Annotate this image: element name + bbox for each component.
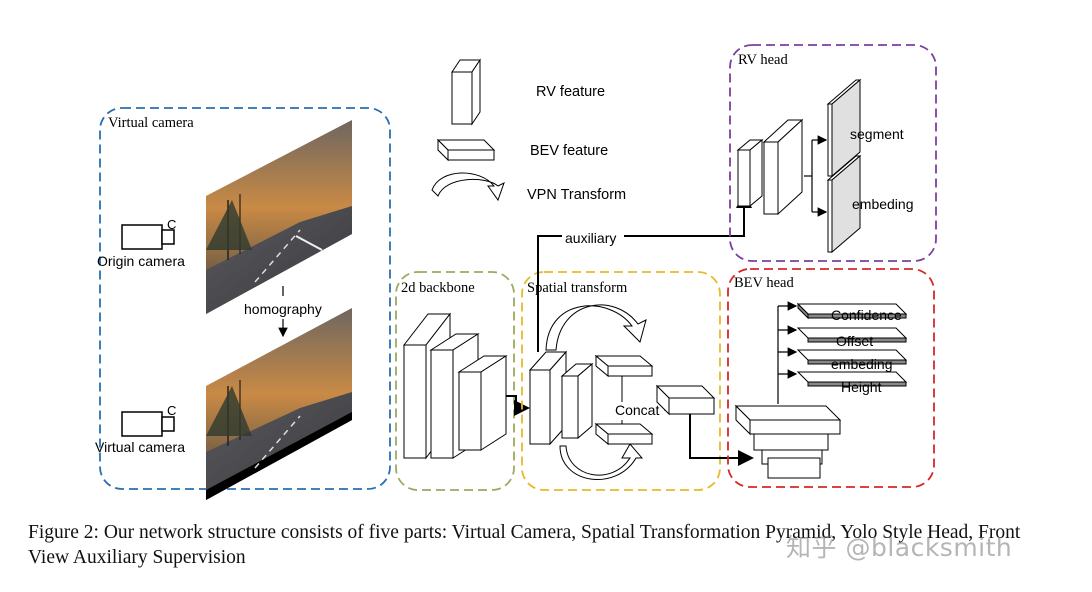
concat-label: Concat [615, 402, 659, 418]
bev-head-stack [734, 404, 842, 479]
vpn-transform-lower-icon [559, 443, 644, 480]
rv-feature-legend-icon [451, 58, 481, 126]
spatial-bev-feature-lower [594, 422, 654, 446]
bev-output-offset-plate [796, 327, 908, 343]
vpn-transform-legend-label: VPN Transform [527, 187, 626, 203]
backbone-section: 2d backbone [395, 271, 515, 491]
backbone-to-spatial-arrow [506, 395, 530, 416]
backbone-border [395, 271, 515, 491]
bev-head-section: BEV head Conf [727, 268, 935, 488]
vpn-transform-upper-icon [545, 304, 647, 351]
bev-feature-legend-icon [436, 138, 496, 162]
rv-output-embeding: embeding [852, 196, 914, 212]
legend: RV feature BEV feature VPN Transform [431, 58, 626, 203]
virtual-road-image [206, 308, 352, 500]
bev-output-embeding-plate [796, 349, 908, 365]
virtual-camera-title: Virtual camera [108, 115, 194, 131]
spatial-rv-feature-2 [560, 362, 594, 440]
backbone-title: 2d backbone [401, 280, 475, 296]
spatial-transform-title: Spatial transform [527, 280, 628, 296]
rv-feature-legend-label: RV feature [536, 84, 605, 100]
rv-head-border [729, 44, 937, 262]
spatial-bev-feature-upper [594, 354, 654, 378]
bev-output-confidence-plate [796, 302, 908, 320]
origin-camera-mark: C [167, 217, 176, 232]
vpn-transform-legend-icon [431, 172, 505, 202]
bev-feature-legend-label: BEV feature [530, 143, 608, 159]
rv-head-section: RV head segment embeding [729, 44, 937, 262]
auxiliary-label: auxiliary [565, 230, 616, 246]
rv-head-segment-output [826, 78, 862, 178]
bev-output-height-plate [796, 371, 908, 387]
spatial-transform-border [521, 271, 721, 491]
spatial-rv-feature-1 [528, 350, 568, 446]
virtual-camera-mark: C [167, 403, 176, 418]
bev-output-height: Height [841, 379, 882, 395]
virtual-camera-label: Virtual camera [95, 439, 185, 455]
watermark: 知乎 @blacksmith [786, 533, 1013, 562]
backbone-layer-3 [457, 355, 508, 451]
homography-label: homography [244, 301, 322, 317]
origin-road-image [206, 120, 352, 314]
virtual-camera-section: Virtual camera C Origin camera homograph… [95, 107, 391, 500]
bev-head-border [727, 268, 935, 488]
rv-head-layer-2 [762, 118, 804, 216]
bev-head-title: BEV head [734, 275, 794, 291]
virtual-camera-border [99, 107, 391, 490]
spatial-bev-feature-merged [655, 384, 716, 416]
rv-head-layer-1 [736, 138, 764, 208]
spatial-to-bev-arrow [689, 414, 754, 466]
bev-output-offset: Offset [836, 333, 873, 349]
origin-camera-label: Origin camera [97, 253, 185, 269]
spatial-transform-section: Spatial transform Concat [521, 271, 721, 491]
rv-head-embeding-output [826, 154, 862, 254]
origin-camera-icon [121, 224, 175, 250]
figure-caption: Figure 2: Our network structure consists… [28, 522, 1021, 568]
bev-output-embeding: embeding [831, 356, 893, 372]
network-diagram: Virtual camera C Origin camera homograph… [95, 44, 937, 500]
rv-output-segment: segment [850, 126, 904, 142]
virtual-camera-icon [121, 411, 175, 437]
auxiliary-arrow [537, 192, 752, 352]
bev-output-confidence: Confidence [831, 307, 902, 323]
rv-head-title: RV head [738, 52, 788, 68]
